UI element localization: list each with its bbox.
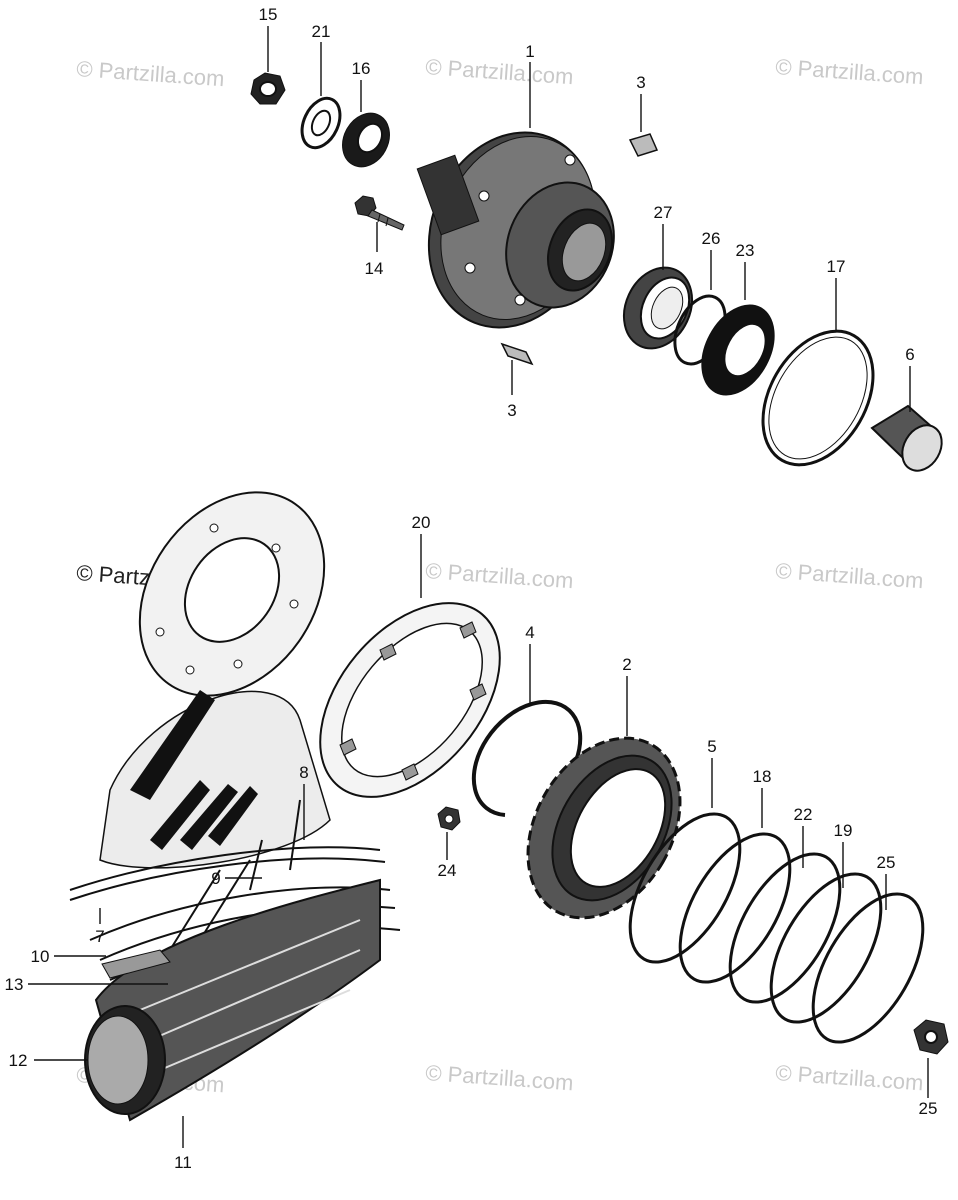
callout-17: 17 xyxy=(827,257,846,276)
leader-lines xyxy=(28,26,929,1148)
part-14-bolt xyxy=(354,195,405,231)
part-2-sprocket xyxy=(526,736,682,920)
part-19-ring xyxy=(769,872,883,1024)
watermark: © Partzilla.com xyxy=(425,54,575,89)
callout-7: 7 xyxy=(95,927,104,946)
callout-19: 19 xyxy=(834,821,853,840)
part-18-ring xyxy=(678,832,792,984)
callout-21: 21 xyxy=(312,22,331,41)
callout-6: 6 xyxy=(905,345,914,364)
callout-10: 10 xyxy=(31,947,50,966)
callout-15: 15 xyxy=(259,5,278,24)
part-5-ring xyxy=(628,812,742,964)
part-22-ring xyxy=(728,852,842,1004)
callout-8: 8 xyxy=(299,763,308,782)
callout-18: 18 xyxy=(753,767,772,786)
callout-24: 24 xyxy=(438,861,457,880)
part-1-hub-flange xyxy=(416,131,615,329)
callout-12: 12 xyxy=(9,1051,28,1070)
part-21-washer xyxy=(300,96,342,150)
wheel-assembly xyxy=(69,491,401,1122)
callout-14: 14 xyxy=(365,259,384,278)
callouts: 15 21 16 14 1 3 3 27 26 23 17 6 20 4 2 5… xyxy=(5,5,938,1172)
part-6-collar xyxy=(870,404,943,472)
callout-20: 20 xyxy=(412,513,431,532)
callout-9: 9 xyxy=(211,869,220,888)
callout-13: 13 xyxy=(5,975,24,994)
callout-27: 27 xyxy=(654,203,673,222)
part-15-nut xyxy=(250,72,286,105)
callout-5: 5 xyxy=(707,737,716,756)
part-25-nut xyxy=(913,1019,949,1055)
callout-25-ring: 25 xyxy=(877,853,896,872)
part-25-ring xyxy=(811,892,925,1044)
part-17-circlip xyxy=(761,329,875,467)
part-20-lock-plate xyxy=(319,602,501,798)
callout-3-lower: 3 xyxy=(507,401,516,420)
part-16-seal xyxy=(342,112,390,168)
watermark: © Partzilla.com xyxy=(425,558,575,593)
callout-23: 23 xyxy=(736,241,755,260)
part-3-clip-lower xyxy=(500,342,534,366)
callout-2: 2 xyxy=(622,655,631,674)
part-24-nut xyxy=(437,806,461,831)
part-3-clip-upper xyxy=(628,133,659,157)
callout-1: 1 xyxy=(525,42,534,61)
callout-22: 22 xyxy=(794,805,813,824)
watermark: © Partzilla.com xyxy=(775,54,925,89)
watermark: © Partzilla.com xyxy=(775,558,925,593)
part-27-bearing xyxy=(622,266,694,350)
callout-4: 4 xyxy=(525,623,534,642)
callout-3-upper: 3 xyxy=(636,73,645,92)
watermark: © Partzilla.com xyxy=(76,56,226,91)
callout-25-nut: 25 xyxy=(919,1099,938,1118)
callout-26: 26 xyxy=(702,229,721,248)
part-23-seal xyxy=(701,304,775,396)
watermark: © Partzilla.com xyxy=(425,1060,575,1095)
callout-11: 11 xyxy=(174,1153,192,1172)
watermark: © Partzilla.com xyxy=(775,1060,925,1095)
callout-16: 16 xyxy=(352,59,371,78)
